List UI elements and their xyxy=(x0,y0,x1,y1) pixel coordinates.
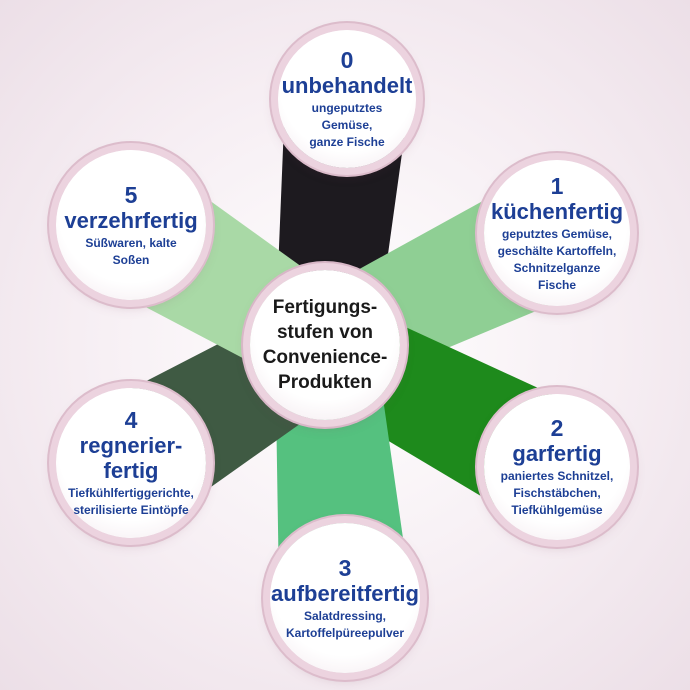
center-title: Fertigungs- stufen von Convenience- Prod… xyxy=(262,297,388,393)
stage-title: unbehandelt xyxy=(281,73,413,98)
stage-description: geputztes Gemüse, geschälte Kartoffeln, … xyxy=(497,226,617,292)
stage-description: Salatdressing, Kartoffelpüreepulver xyxy=(285,608,405,640)
center-hub: Fertigungs- stufen von Convenience- Prod… xyxy=(250,270,400,420)
stage-node-1: 1 küchenfertig geputztes Gemüse, geschäl… xyxy=(484,160,630,306)
stage-number: 1 xyxy=(550,172,564,199)
stage-node-0: 0 unbehandelt ungeputztes Gemüse, ganze … xyxy=(278,30,416,168)
stage-title: regnerier- fertig xyxy=(79,433,183,483)
stage-node-3: 3 aufbereitfertig Salatdressing, Kartoff… xyxy=(270,523,420,673)
stage-title: küchenfertig xyxy=(490,198,624,224)
stage-node-4: 4 regnerier- fertig Tiefkühlfertiggerich… xyxy=(56,388,206,538)
stage-number: 2 xyxy=(550,415,564,441)
stage-title: aufbereitfertig xyxy=(271,580,419,606)
stage-node-2: 2 garfertig paniertes Schnitzel, Fischst… xyxy=(484,394,630,540)
stage-node-5: 5 verzehrfertig Süßwaren, kalte Soßen xyxy=(56,150,206,300)
stage-description: ungeputztes Gemüse, ganze Fische xyxy=(309,101,385,149)
stage-description: Süßwaren, kalte Soßen xyxy=(85,235,177,267)
stage-number: 3 xyxy=(338,554,352,581)
stage-title: verzehrfertig xyxy=(64,207,198,233)
stage-description: paniertes Schnitzel, Fischstäbchen, Tief… xyxy=(500,469,614,517)
stage-number: 4 xyxy=(124,407,138,433)
stage-title: garfertig xyxy=(512,441,602,466)
stage-number: 5 xyxy=(124,181,138,208)
stage-number: 0 xyxy=(340,47,354,73)
stage-description: Tiefkühlfertiggerichte, sterilisierte Ei… xyxy=(68,486,194,517)
